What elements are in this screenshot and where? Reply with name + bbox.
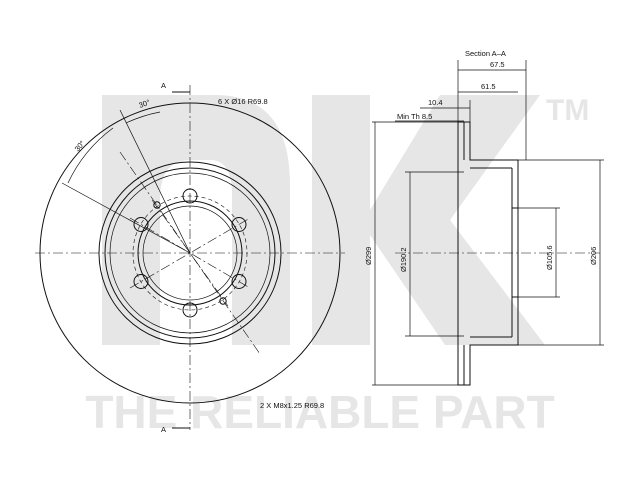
angle-extension-line [61, 182, 191, 254]
angle-extension-line [119, 109, 191, 254]
angle-arc-side [67, 127, 114, 184]
disc-thickness-label: 10.4 [428, 98, 443, 107]
section-title: Section A–A [465, 49, 506, 58]
threaded-hole [153, 201, 161, 209]
nk-logo [102, 95, 545, 345]
trademark-text: TM [546, 94, 589, 127]
section-marker-top: A [161, 81, 166, 90]
center-line-diagonal [129, 217, 251, 289]
bolt-hole [231, 217, 247, 232]
center-bore-diameter-label: Ø105.6 [545, 245, 554, 270]
threaded-holes [153, 201, 227, 305]
min-thickness-label: Min Th 8.5 [397, 112, 432, 121]
slogan-text: THE RELIABLE PART [85, 386, 554, 438]
bolt-hole [231, 274, 247, 289]
bolt-hole [133, 217, 149, 232]
hat-diameter-label: Ø206 [589, 247, 598, 265]
angle-arc-top [125, 111, 161, 124]
center-line-diagonal [129, 217, 251, 289]
bolt-pattern-label: 6 X Ø16 R69.8 [218, 97, 268, 106]
friction-inner-diameter-label: Ø190.2 [399, 247, 408, 272]
section-view: Section A–A 67.5 61.5 10.4 Min Th 8.5 Ø2… [364, 49, 604, 386]
angle-label-top: 30° [138, 98, 152, 110]
section-marker-bottom: A [161, 425, 166, 434]
overall-thickness-label: 67.5 [490, 60, 505, 69]
threaded-hole [219, 297, 227, 305]
outer-diameter-label: Ø299 [364, 247, 373, 265]
front-view: A A 30° 30° 6 X Ø16 R69.8 2 X M8x1.25 R6… [35, 81, 345, 434]
thread-hole-label: 2 X M8x1.25 R69.8 [260, 401, 324, 410]
bolt-hole [133, 274, 149, 289]
hat-depth-label: 61.5 [481, 82, 496, 91]
angle-label-side: 30° [73, 139, 87, 153]
center-line-diagonal [151, 199, 229, 307]
nk-watermark: TM THE RELIABLE PART [85, 94, 589, 438]
